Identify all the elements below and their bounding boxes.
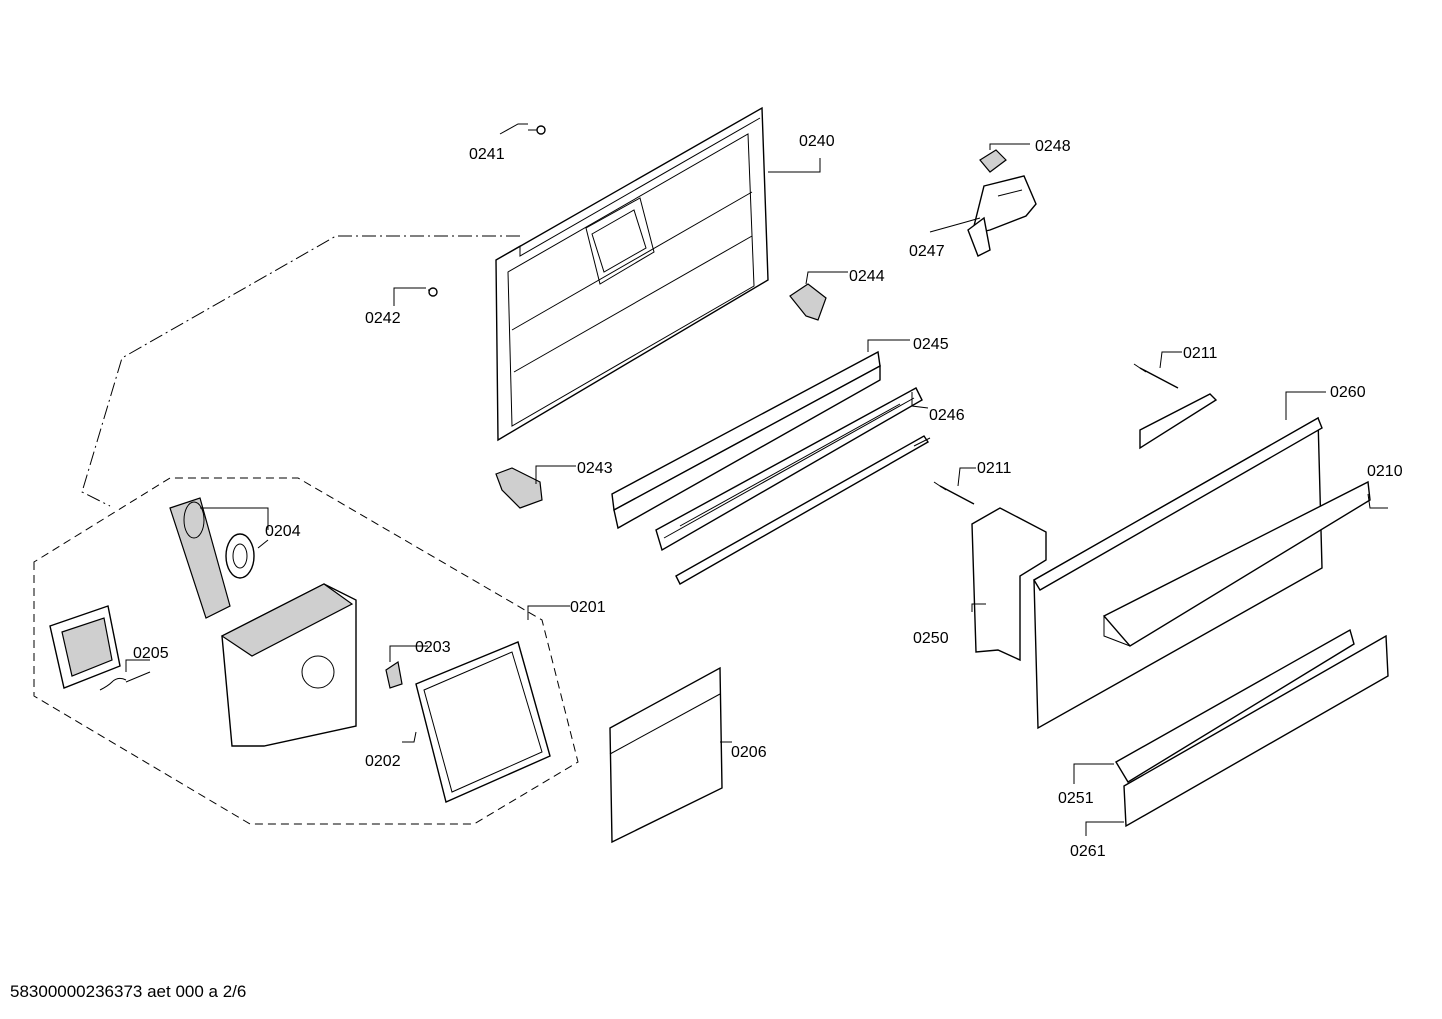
part-0201-dispenser [220, 583, 357, 747]
callout-0247: 0247 [909, 243, 945, 260]
part-0248-clip [979, 149, 1007, 173]
part-0243-bracket [495, 467, 543, 509]
callout-0204: 0204 [265, 523, 301, 540]
callout-0210: 0210 [1367, 463, 1403, 480]
callout-0205: 0205 [133, 645, 169, 662]
part-0240-inner-door [495, 106, 769, 442]
callout-0260: 0260 [1330, 384, 1366, 401]
part-0244-bracket [789, 283, 827, 321]
document-id-footer: 58300000236373 aet 000 a 2/6 [10, 982, 247, 1001]
part-0242-screw [428, 287, 438, 297]
callout-0240: 0240 [799, 133, 835, 150]
callout-0250: 0250 [913, 630, 949, 647]
part-0205-control-board [49, 605, 127, 691]
leader-lines [125, 123, 1388, 836]
callout-0203: 0203 [415, 639, 451, 656]
part-0203-small-part [385, 660, 403, 689]
part-0206-insulation [609, 666, 723, 844]
part-0246-hinge-rail [655, 387, 923, 552]
callout-0244: 0244 [849, 268, 885, 285]
part-0247-hinge-bracket [967, 175, 1037, 257]
exploded-parts-diagram: 0241 0240 0248 0247 0244 0242 0245 0211 … [33, 106, 1403, 860]
part-0251-lower-rail [1115, 628, 1355, 783]
part-0260-outer-door [1033, 393, 1323, 730]
callout-labels: 0241 0240 0248 0247 0244 0242 0245 0211 … [133, 133, 1403, 860]
callout-0211-upper: 0211 [1183, 345, 1218, 362]
dash-dot-group-boundary [81, 235, 520, 507]
dashed-group-boundary [33, 477, 579, 825]
callout-0243: 0243 [577, 460, 613, 477]
part-0245-rail [611, 350, 881, 530]
part-0241-screw [528, 125, 546, 135]
callout-0246: 0246 [929, 407, 965, 424]
part-0204-seal [169, 497, 255, 619]
part-0202-gasket [415, 641, 551, 803]
callout-0261: 0261 [1070, 843, 1106, 860]
callout-0242: 0242 [365, 310, 401, 327]
callout-0248: 0248 [1035, 138, 1071, 155]
part-0211-screw-lower [933, 481, 975, 505]
callout-0245: 0245 [913, 336, 949, 353]
part-0211-screw-upper [1133, 363, 1179, 389]
callout-0241: 0241 [469, 146, 505, 163]
callout-0201: 0201 [570, 599, 606, 616]
callout-0211-lower: 0211 [977, 460, 1012, 477]
callout-0206: 0206 [731, 744, 767, 761]
part-0261-lower-panel [1123, 634, 1389, 828]
part-0250-side-bracket [971, 507, 1047, 662]
callout-0251: 0251 [1058, 790, 1094, 807]
callout-0202: 0202 [365, 753, 401, 770]
part-0210-handle [1102, 480, 1371, 647]
part-0246-strip [675, 435, 929, 585]
